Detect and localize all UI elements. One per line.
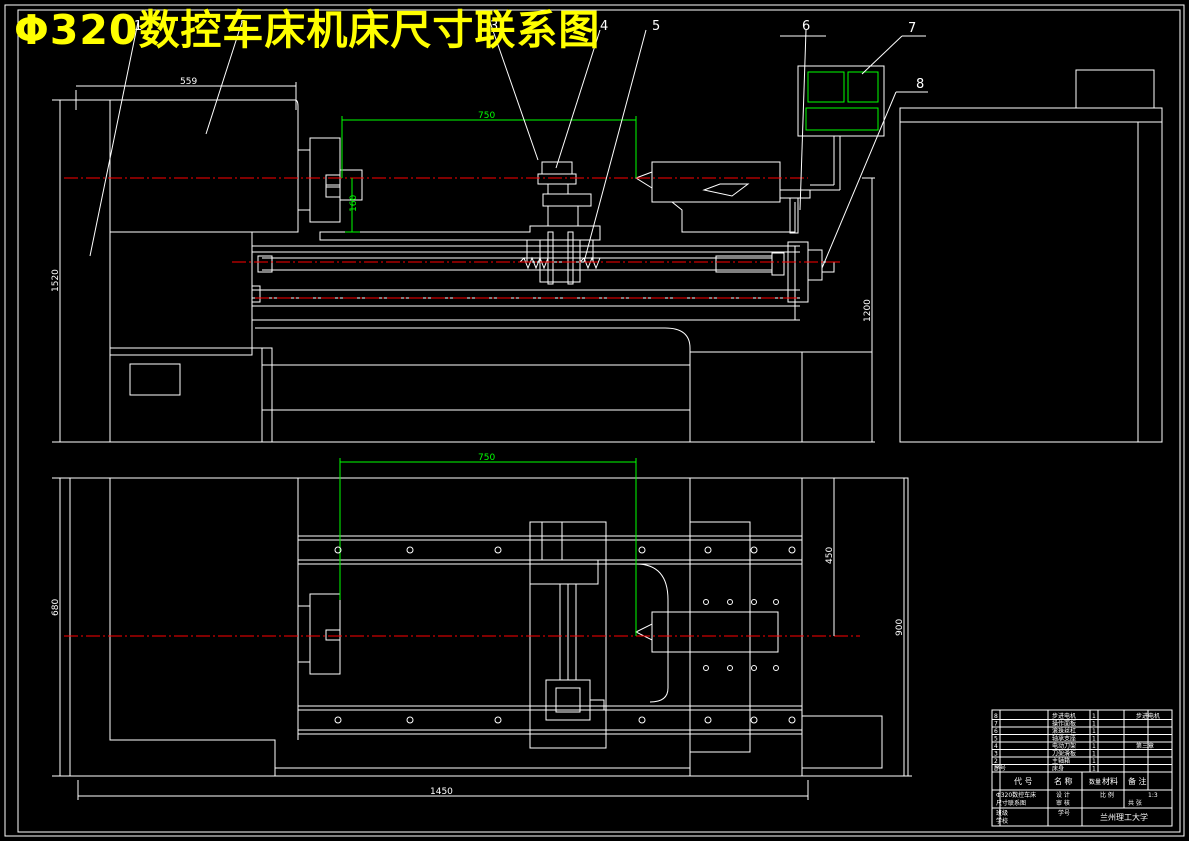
- parts-cell-name: 滚珠丝杠: [1052, 727, 1076, 735]
- parts-cell-no: 5: [994, 736, 998, 743]
- tb-scale-value: 1:3: [1148, 792, 1158, 799]
- parts-cell-note: 第三章: [1136, 742, 1154, 750]
- parts-cell-name: 步进电机: [1052, 712, 1076, 720]
- bolt-hole: [703, 665, 709, 671]
- tb-student-no-label: 学号: [1058, 809, 1070, 817]
- parts-cell-qty: 1: [1092, 758, 1096, 765]
- parts-cell-name: 电动刀架: [1052, 742, 1076, 750]
- balloon-labels: 1 2 3 4 5 6 7 8: [134, 19, 924, 92]
- balloon-2: 2: [240, 19, 248, 34]
- parts-cell-name: 刀架滑板: [1052, 750, 1076, 758]
- tb-sheet-label: 共 张: [1128, 799, 1142, 807]
- bolt-hole: [727, 665, 733, 671]
- bolt-hole: [750, 546, 758, 554]
- dim-top-height-total: 1520: [51, 269, 61, 292]
- balloon-5: 5: [652, 19, 660, 34]
- dim-top-bed-height: 1200: [863, 299, 873, 322]
- bolt-hole: [638, 716, 646, 724]
- tb-header-no: 序号: [994, 764, 1006, 772]
- bolt-hole: [773, 599, 779, 605]
- bolt-hole: [703, 599, 709, 605]
- parts-cell-qty: 1: [1092, 743, 1096, 750]
- bolt-hole: [334, 546, 342, 554]
- parts-cell-no: 2: [994, 758, 998, 765]
- dim-top-center-height: 160: [349, 195, 359, 212]
- tb-check-label: 审 核: [1056, 799, 1070, 807]
- parts-cell-name: 操作面板: [1052, 720, 1076, 728]
- bolt-hole: [788, 546, 796, 554]
- bolt-hole: [788, 716, 796, 724]
- bolt-hole: [704, 716, 712, 724]
- tb-school-name: 兰州理工大学: [1100, 812, 1148, 822]
- bolt-hole: [704, 546, 712, 554]
- dim-bottom-right-900: 900: [895, 619, 905, 636]
- tb-header-code: 代 号: [1014, 776, 1033, 786]
- tb-header-note: 备 注: [1128, 776, 1147, 786]
- parts-cell-no: 8: [994, 713, 998, 720]
- balloon-1: 1: [134, 19, 142, 34]
- bolt-hole: [406, 716, 414, 724]
- dim-top-travel: 750: [478, 111, 495, 121]
- parts-cell-no: 3: [994, 751, 998, 758]
- tb-header-material: 材料: [1102, 776, 1118, 786]
- parts-cell-qty: 1: [1092, 736, 1096, 743]
- balloon-7: 7: [908, 21, 916, 36]
- bolt-hole: [773, 665, 779, 671]
- tb-drawing-title-1: Φ320数控车床: [996, 791, 1036, 799]
- parts-cell-no: 1: [994, 766, 998, 773]
- bolt-hole: [638, 546, 646, 554]
- front-elevation-view: [52, 21, 1163, 443]
- balloon-4: 4: [600, 19, 608, 34]
- tb-class-label: 班级: [996, 809, 1008, 817]
- bolt-hole: [334, 716, 342, 724]
- parts-cell-name: 床身: [1052, 765, 1064, 773]
- parts-cell-name: 主轴箱: [1052, 757, 1070, 765]
- rail-bolt-holes: [334, 546, 796, 724]
- tb-header-name: 名 称: [1054, 776, 1073, 786]
- parts-cell-qty: 1: [1092, 728, 1096, 735]
- bolt-hole: [751, 665, 757, 671]
- bolt-hole: [406, 546, 414, 554]
- title-block-labels: 序号 代 号 名 称 数量 材料 备 注 Φ320数控车床 尺寸联系图 设 计 …: [994, 764, 1158, 825]
- parts-cell-no: 6: [994, 728, 998, 735]
- bolt-hole: [494, 546, 502, 554]
- bolt-hole: [751, 599, 757, 605]
- tb-header-qty: 数量: [1089, 778, 1101, 786]
- dimension-labels: 559 750 1520 160 1200 750 680 450 900 14…: [51, 77, 905, 797]
- parts-cell-qty: 1: [1092, 713, 1096, 720]
- tb-design-label: 设 计: [1056, 791, 1070, 799]
- dim-bottom-travel: 750: [478, 453, 495, 463]
- dim-top-width: 559: [180, 77, 197, 87]
- dim-bottom-width: 1450: [430, 787, 453, 797]
- tb-scale-label: 比 例: [1100, 791, 1114, 799]
- parts-cell-no: 7: [994, 721, 998, 728]
- parts-cell-qty: 1: [1092, 751, 1096, 758]
- parts-cell-name: 轴承支座: [1052, 735, 1076, 743]
- drawing-title: Φ320数控车床机床尺寸联系图: [14, 6, 601, 54]
- parts-cell-note: 步进电机: [1136, 712, 1160, 720]
- balloon-3: 3: [490, 19, 498, 34]
- tb-drawing-title-2: 尺寸联系图: [996, 799, 1026, 807]
- bolt-hole: [750, 716, 758, 724]
- balloon-8: 8: [916, 77, 924, 92]
- parts-cell-qty: 1: [1092, 766, 1096, 773]
- tb-school-label: 学校: [996, 817, 1008, 825]
- dim-bottom-right-450: 450: [825, 547, 835, 564]
- parts-cell-no: 4: [994, 743, 998, 750]
- outer-border: [4, 4, 1185, 837]
- bolt-hole: [494, 716, 502, 724]
- plan-view: [52, 458, 912, 800]
- title-block: 8 步进电机 1 步进电机 7 操作面板 1 6 滚珠丝杠 1 5 轴承支座 1 4 电动刀架 1 第三章 3 刀架…: [991, 709, 1173, 827]
- balloon-6: 6: [802, 19, 810, 34]
- bolt-hole: [727, 599, 733, 605]
- inner-border: [17, 9, 1181, 833]
- dim-bottom-left-height: 680: [51, 599, 61, 616]
- parts-cell-qty: 1: [1092, 721, 1096, 728]
